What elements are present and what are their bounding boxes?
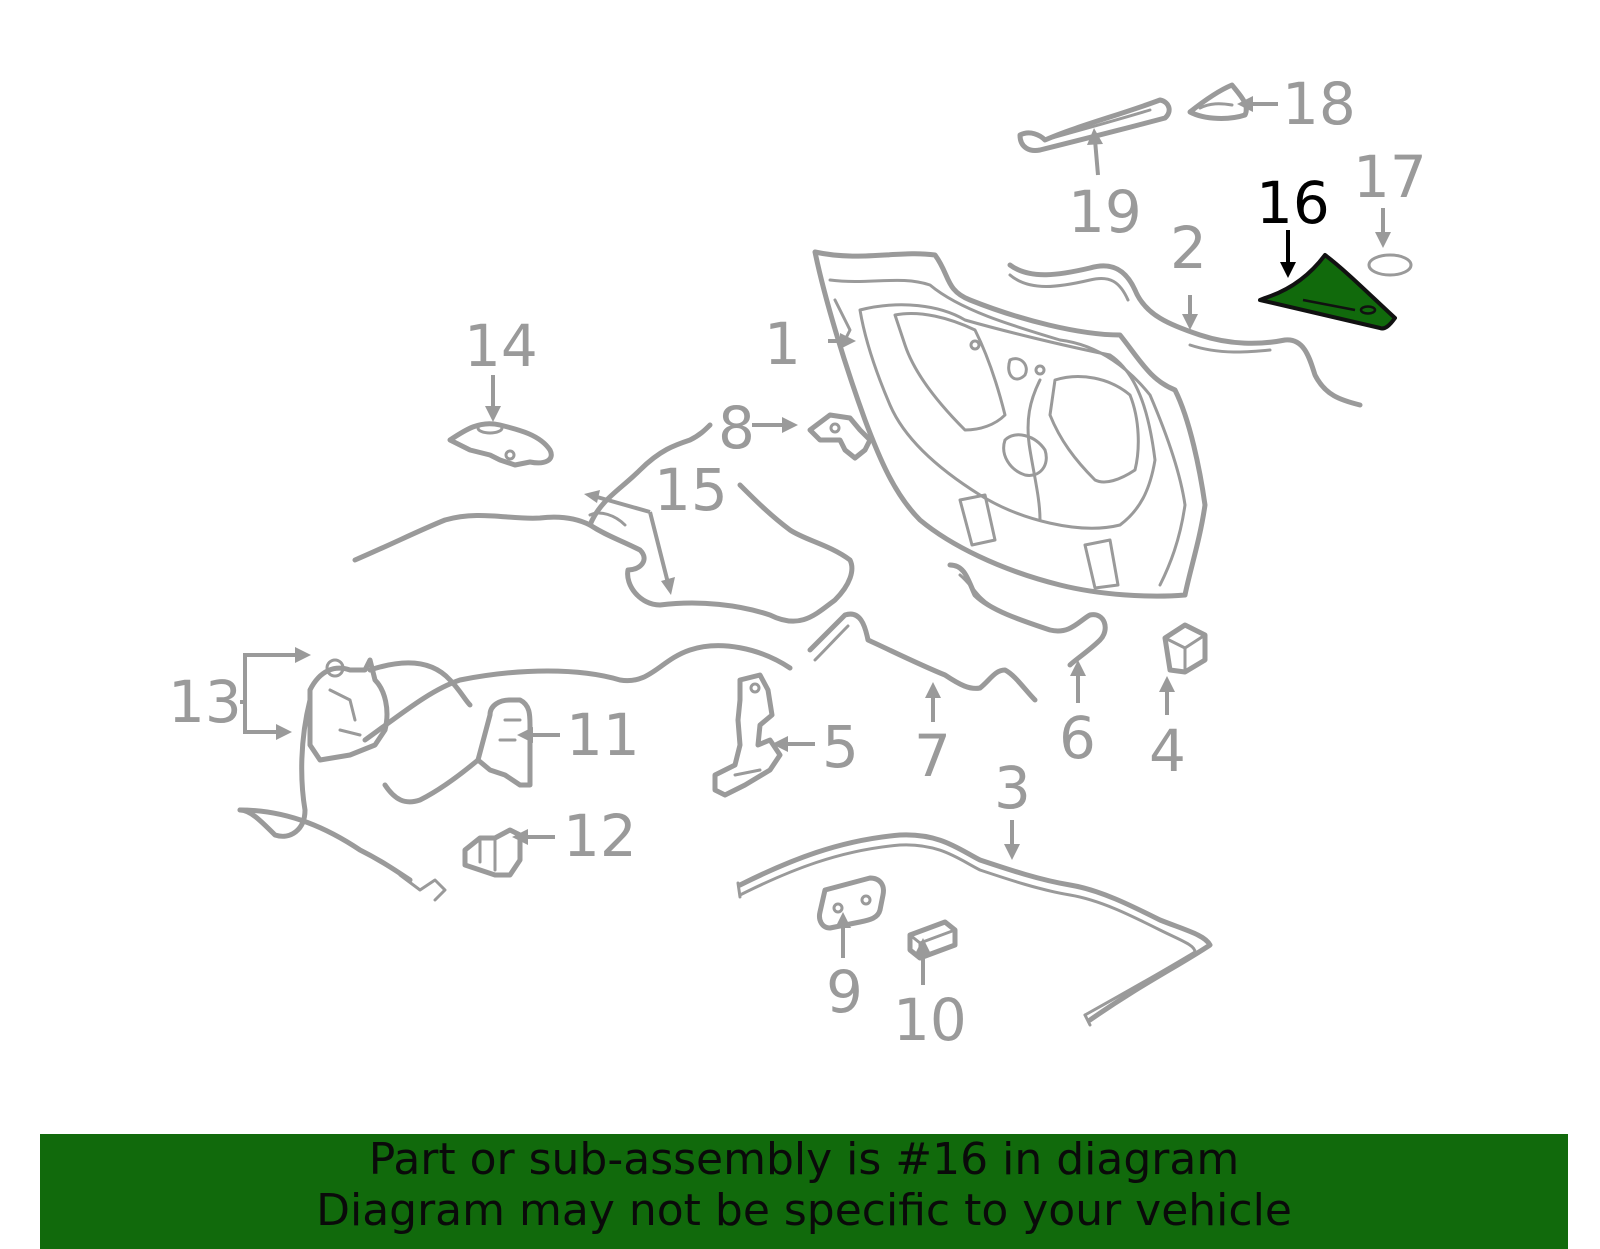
callout-15: 15: [654, 456, 728, 524]
part-9-plate[interactable]: [817, 875, 886, 931]
part-18-cap[interactable]: [1187, 82, 1249, 121]
callout-9: 9: [826, 958, 863, 1026]
part-5-hinge[interactable]: [712, 672, 783, 798]
callout-4: 4: [1149, 717, 1186, 785]
callout-1: 1: [764, 310, 801, 378]
callout-17: 17: [1353, 143, 1427, 211]
banner-line-2: Diagram may not be specific to your vehi…: [316, 1185, 1292, 1236]
part-6-rod[interactable]: [947, 562, 1108, 668]
callout-6: 6: [1059, 704, 1096, 772]
info-banner: Part or sub-assembly is #16 in diagram D…: [40, 1134, 1568, 1249]
part-11-bracket[interactable]: [382, 697, 533, 805]
callout-3: 3: [994, 754, 1031, 822]
part-4-bumper[interactable]: [1162, 622, 1208, 675]
banner-line-1: Part or sub-assembly is #16 in diagram: [368, 1134, 1240, 1185]
callout-18: 18: [1282, 70, 1356, 138]
callout-14: 14: [464, 312, 538, 380]
callout-5: 5: [822, 713, 859, 781]
part-8-clip[interactable]: [807, 412, 873, 461]
leader-lines: [240, 96, 1391, 985]
part-12-striker[interactable]: [462, 827, 523, 878]
part-1-trunk-lid[interactable]: [812, 249, 1208, 599]
part-7-torsion-rod[interactable]: [807, 611, 1038, 703]
callout-10: 10: [893, 986, 967, 1054]
part-15-cable[interactable]: [352, 422, 855, 624]
callout-2: 2: [1170, 214, 1207, 282]
callout-8: 8: [718, 394, 755, 462]
part-13-latch[interactable]: [237, 643, 793, 902]
callout-11: 11: [566, 701, 640, 769]
part-14-bracket[interactable]: [447, 421, 554, 468]
callout-labels: 1 2 3 4 5 6 7 8 9 10 11 12 13 14 15 16 1…: [168, 70, 1427, 1054]
callout-7: 7: [914, 722, 951, 790]
part-19-strap[interactable]: [1017, 97, 1172, 153]
part-3-lower-weatherstrip[interactable]: [736, 832, 1213, 1027]
part-16-selected[interactable]: [1258, 253, 1397, 331]
callout-16-selected: 16: [1256, 169, 1330, 237]
callout-12: 12: [563, 802, 637, 870]
part-2-weatherstrip[interactable]: [1007, 262, 1363, 408]
callout-13: 13: [168, 668, 242, 736]
callout-19: 19: [1068, 178, 1142, 246]
part-17-plug[interactable]: [1367, 253, 1413, 277]
